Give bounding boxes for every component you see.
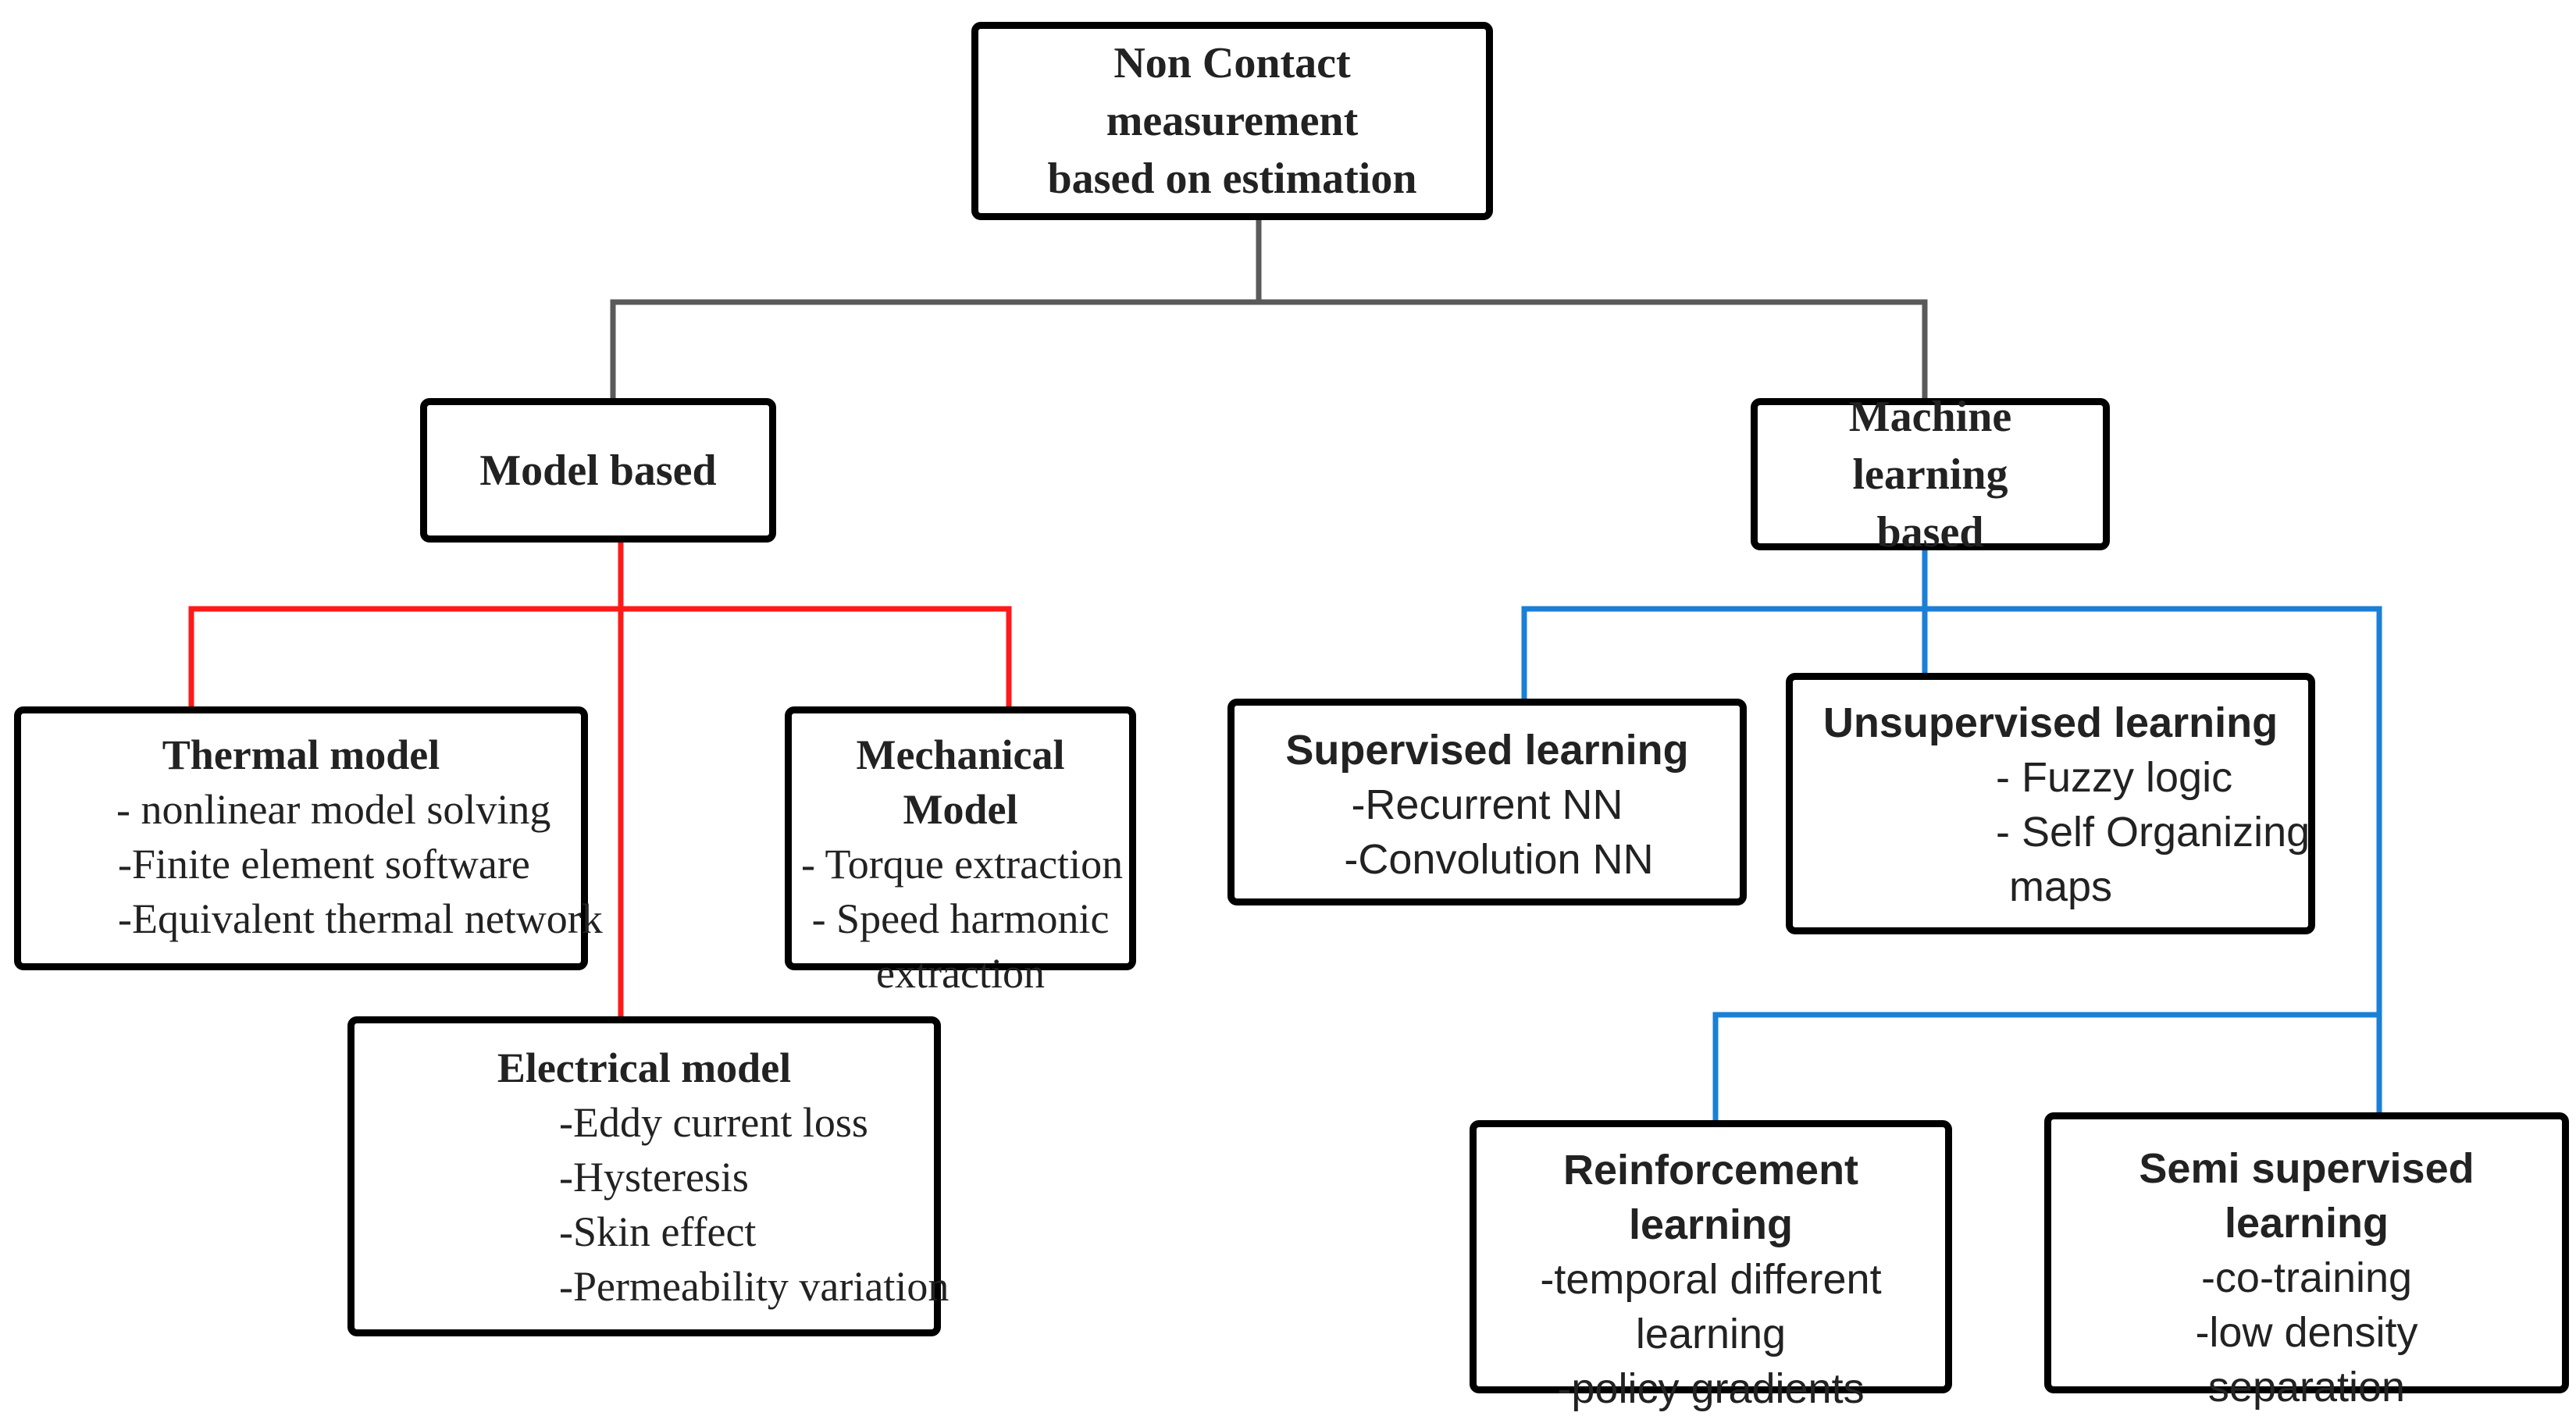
thermal-item: -Finite element software xyxy=(118,841,530,888)
unsupervised-item: - Fuzzy logic xyxy=(1996,754,2233,801)
electrical-item: -Hysteresis xyxy=(559,1154,749,1201)
electrical-model-title: Electrical model xyxy=(497,1044,792,1091)
ml-branch-line xyxy=(1521,606,2382,1124)
model-branch-connectors xyxy=(188,543,1012,1016)
electrical-item: -Skin effect xyxy=(559,1208,757,1255)
supervised-item: -Recurrent NN xyxy=(1351,781,1623,828)
trunk-connectors xyxy=(610,220,1928,400)
ml-branch-line xyxy=(1712,1012,2379,1120)
ml-based-title-line2: based xyxy=(1876,507,1984,557)
unsupervised-item: maps xyxy=(2009,863,2113,910)
mechanical-item: - Speed harmonic xyxy=(811,895,1110,942)
reinforcement-item: -policy gradients xyxy=(1557,1365,1865,1412)
trunk-line xyxy=(610,299,1928,400)
semi-supervised-item: -low density xyxy=(2195,1309,2418,1356)
unsupervised-item: - Self Organizing xyxy=(1996,809,2311,856)
supervised-learning-title: Supervised learning xyxy=(1285,727,1689,774)
mechanical-model-node: Mechanical Model - Torque extraction - S… xyxy=(785,706,1136,997)
supervised-item: -Convolution NN xyxy=(1344,836,1654,883)
semi-supervised-item: -co-training xyxy=(2200,1254,2413,1301)
semi-supervised-item: separation xyxy=(2207,1364,2406,1411)
root-node: Non Contact measurement based on estimat… xyxy=(971,22,1493,220)
thermal-model-title: Thermal model xyxy=(162,731,440,778)
mechanical-item: extraction xyxy=(876,950,1045,997)
root-title-line2: based on estimation xyxy=(1047,155,1417,203)
electrical-model-node: Electrical model -Eddy current loss -Hys… xyxy=(347,1016,950,1336)
reinforcement-learning-node: Reinforcement learning -temporal differe… xyxy=(1470,1120,1952,1412)
thermal-item: - nonlinear model solving xyxy=(116,786,551,833)
reinforcement-item: learning xyxy=(1635,1311,1787,1357)
reinforcement-learning-title: Reinforcement learning xyxy=(1562,1147,1859,1248)
ml-branch-connectors xyxy=(1521,550,2382,1124)
semi-supervised-learning-title: Semi supervised learning xyxy=(2139,1145,2474,1247)
semi-supervised-learning-node: Semi supervised learning -co-training -l… xyxy=(2044,1112,2569,1411)
thermal-item: -Equivalent thermal network xyxy=(118,895,603,942)
model-branch-line xyxy=(188,606,1012,706)
root-title-line1: Non Contact measurement xyxy=(1106,39,1359,145)
electrical-item: -Permeability variation xyxy=(559,1263,950,1310)
mechanical-model-title: Mechanical Model xyxy=(856,731,1065,833)
thermal-model-node: Thermal model - nonlinear model solving … xyxy=(14,706,603,970)
unsupervised-learning-title: Unsupervised learning xyxy=(1822,699,2278,746)
supervised-learning-node: Supervised learning -Recurrent NN -Convo… xyxy=(1227,699,1747,905)
ml-based-node: Machine learning based xyxy=(1751,393,2110,557)
electrical-item: -Eddy current loss xyxy=(559,1099,868,1146)
unsupervised-learning-node: Unsupervised learning - Fuzzy logic - Se… xyxy=(1786,673,2315,934)
mechanical-item: - Torque extraction xyxy=(801,841,1124,888)
model-based-title: Model based xyxy=(479,446,717,495)
ml-based-title-line1: Machine learning xyxy=(1848,392,2012,499)
model-based-node: Model based xyxy=(420,398,776,543)
reinforcement-item: -temporal different xyxy=(1540,1256,1882,1303)
